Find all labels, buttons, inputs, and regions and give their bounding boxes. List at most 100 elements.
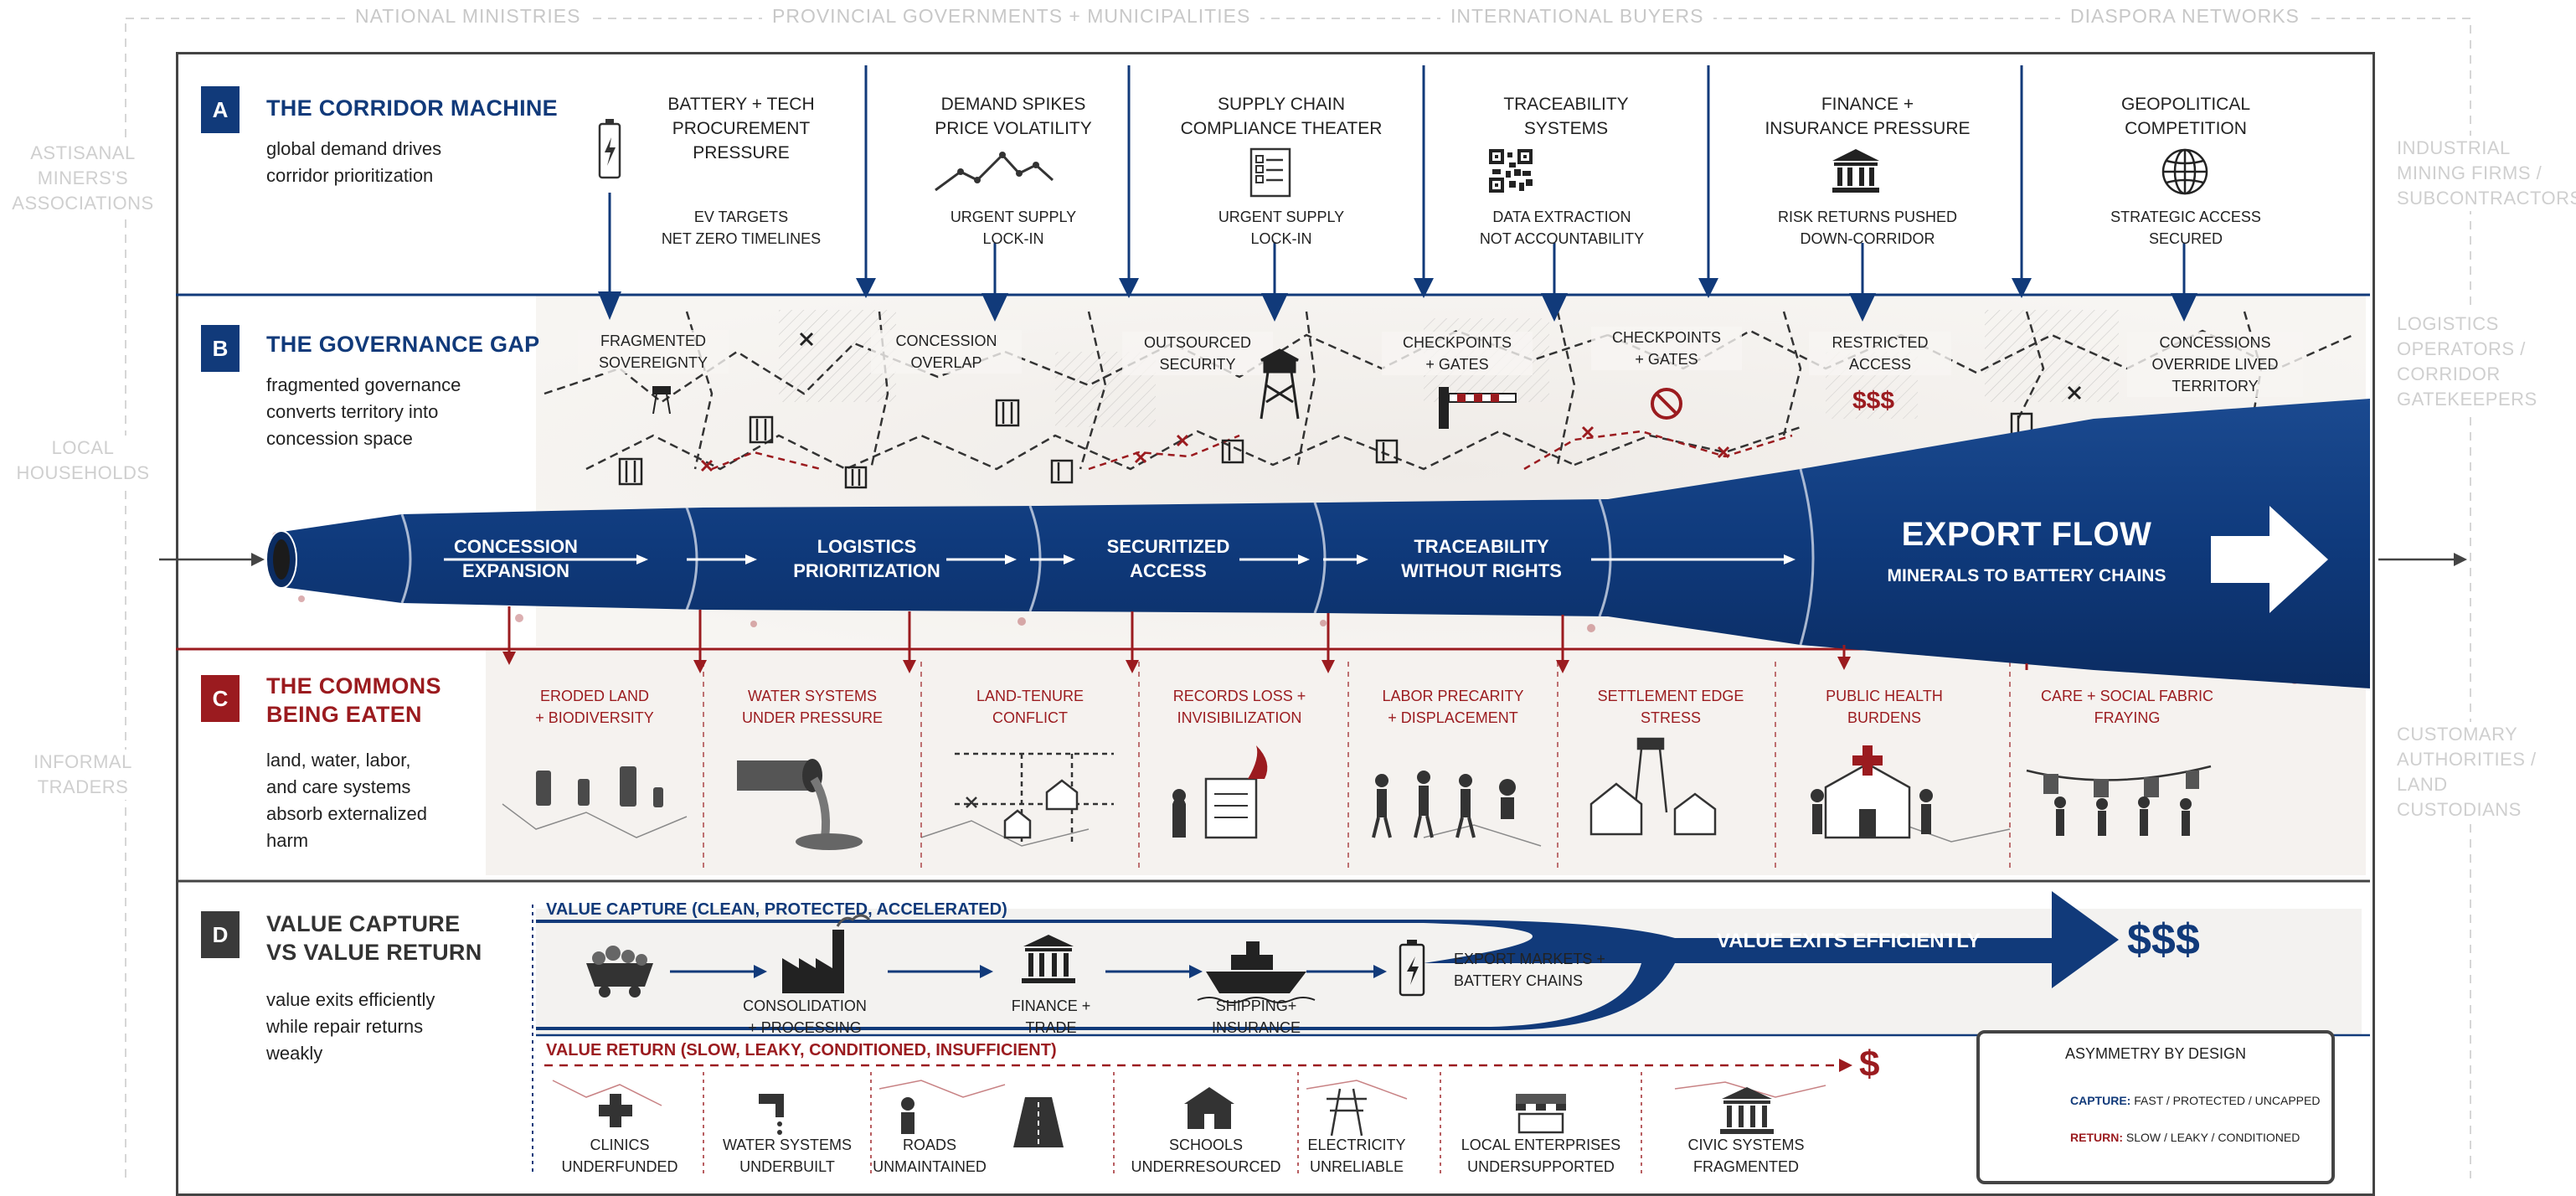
harm-public-health: PUBLIC HEALTH BURDENS (1826, 688, 1943, 726)
harm-land-tenure: LAND-TENURE CONFLICT (976, 688, 1084, 726)
harm-care-fabric: CARE + SOCIAL FABRIC FRAYING (2041, 688, 2213, 726)
section-b-badge: B (201, 325, 240, 372)
capture-export-markets: EXPORT MARKETS + BATTERY CHAINS (1454, 951, 1605, 989)
barrier-icon (1439, 387, 1517, 429)
stage-logistics-prioritization: LOGISTICS PRIORITIZATION (793, 536, 940, 581)
price-chart-icon (935, 152, 1054, 192)
section-b-title: THE GOVERNANCE GAP (266, 332, 540, 357)
stage-traceability-without-rights: TRACEABILITY WITHOUT RIGHTS (1401, 536, 1562, 581)
stakeholder-artisanal-miners: ASTISANAL MINERS'S ASSOCIATIONS (3, 141, 162, 216)
school-icon (1184, 1087, 1234, 1129)
tap-icon (759, 1094, 784, 1135)
export-flow-subtitle: MINERALS TO BATTERY CHAINS (1887, 566, 2166, 585)
export-flow-title: EXPORT FLOW (1901, 516, 2152, 553)
harm-water-systems: WATER SYSTEMS UNDER PRESSURE (741, 688, 884, 726)
driver-finance-effect: RISK RETURNS PUSHED DOWN-CORRIDOR (1777, 209, 1958, 247)
clinic-icon (1811, 745, 1933, 839)
return-local-enterprises: LOCAL ENTERPRISES UNDERSUPPORTED (1461, 1137, 1621, 1175)
ore-cart-icon (586, 946, 653, 998)
watchtower-houses-icon (1589, 737, 1717, 836)
section-c-badge: C (201, 675, 240, 722)
factory-icon (782, 914, 871, 993)
bank-icon (1832, 149, 1879, 193)
stakeholder-national-ministries: NATIONAL MINISTRIES (345, 5, 591, 28)
driver-demand-title: DEMAND SPIKES PRICE VOLATILITY (935, 95, 1092, 138)
legend-title: ASYMMETRY BY DESIGN (2064, 1045, 2247, 1062)
driver-demand-effect: URGENT SUPPLY LOCK-IN (950, 209, 1077, 247)
clinic-cross-icon (599, 1094, 632, 1127)
section-a-title: THE CORRIDOR MACHINE (266, 95, 558, 121)
watchtower-icon (1260, 348, 1300, 420)
driver-traceability-effect: DATA EXTRACTION NOT ACCOUNTABILITY (1479, 209, 1645, 247)
section-d-subtitle: value exits efficiently while repair ret… (266, 989, 435, 1064)
return-money-label: $ (1859, 1044, 1880, 1085)
return-water-systems: WATER SYSTEMS UNDERBUILT (722, 1137, 852, 1175)
gate-icon (618, 399, 2033, 489)
capture-step-finance: FINANCE + TRADE (1011, 998, 1091, 1036)
return-roads: ROADS UNMAINTAINED (873, 1137, 987, 1175)
legend-capture-desc: FAST / PROTECTED / UNCAPPED (2134, 1094, 2321, 1107)
civic-building-icon (1720, 1087, 1774, 1134)
stakeholder-customary-authorities: CUSTOMARY AUTHORITIES / LAND CUSTODIANS (2397, 722, 2574, 822)
battery-icon (598, 119, 621, 179)
value-capture-header: VALUE CAPTURE (CLEAN, PROTECTED, ACCELER… (546, 900, 1007, 919)
legend-capture-key: CAPTURE: (2070, 1094, 2131, 1107)
legend-return-desc: SLOW / LEAKY / CONDITIONED (2125, 1131, 2300, 1144)
capture-money-label: $$$ (2127, 915, 2200, 964)
return-electricity: ELECTRICITY UNRELIABLE (1307, 1137, 1406, 1175)
section-c-title: THE COMMONS BEING EATEN (266, 673, 441, 727)
stakeholder-diaspora-networks: DIASPORA NETWORKS (2060, 5, 2310, 28)
stakeholder-informal-traders: INFORMAL TRADERS (3, 750, 162, 800)
stage-securitized-access: SECURITIZED ACCESS (1106, 536, 1230, 581)
restricted-money-label: $$$ (1852, 387, 1895, 415)
clothesline-icon (2026, 765, 2212, 836)
no-entry-icon (1651, 388, 1682, 420)
battery-icon (1399, 940, 1425, 997)
bank-icon (1022, 935, 1075, 983)
outsourced-security-label: OUTSOURCED SECURITY (1122, 332, 1273, 375)
stakeholder-international-buyers: INTERNATIONAL BUYERS (1440, 5, 1714, 28)
value-return-header: VALUE RETURN (SLOW, LEAKY, CONDITIONED, … (546, 1041, 1057, 1059)
section-d-badge: D (201, 911, 240, 958)
capture-step-shipping: SHIPPING+ INSURANCE (1211, 998, 1301, 1036)
stage-concession-expansion: CONCESSION EXPANSION (454, 536, 578, 581)
checklist-icon (1249, 147, 1291, 198)
legend-capture-row: CAPTURE: FAST / PROTECTED / UNCAPPED (2070, 1094, 2320, 1107)
harm-eroded-land: ERODED LAND + BIODIVERSITY (535, 688, 654, 726)
return-schools: SCHOOLS UNDERRESOURCED (1131, 1137, 1281, 1175)
legend-return-key: RETURN: (2070, 1131, 2123, 1144)
pylon-icon (1327, 1088, 1367, 1137)
stakeholder-industrial-mining-firms: INDUSTRIAL MINING FIRMS / SUBCONTRACTORS (2397, 136, 2576, 211)
harm-settlement-edge: SETTLEMENT EDGE STRESS (1597, 688, 1744, 726)
section-a-badge: A (201, 86, 240, 133)
driver-compliance-title: SUPPLY CHAIN COMPLIANCE THEATER (1180, 95, 1383, 138)
ship-icon (1197, 941, 1316, 1003)
stumps-icon (536, 766, 663, 807)
checkpoints-gates-label-1: CHECKPOINTS + GATES (1382, 332, 1533, 375)
harm-labor-precarity: LABOR PRECARITY + DISPLACEMENT (1382, 688, 1524, 726)
small-tower-icon (652, 386, 671, 415)
capture-step-consolidation: CONSOLIDATION + PROCESSING (743, 998, 867, 1036)
driver-battery-title: BATTERY + TECH PROCUREMENT PRESSURE (667, 95, 815, 162)
burning-records-icon (1172, 745, 1268, 839)
section-d-title: VALUE CAPTURE VS VALUE RETURN (266, 911, 482, 965)
driver-geopolitical-effect: STRATEGIC ACCESS SECURED (2110, 209, 2261, 247)
fragmented-sovereignty-label: FRAGMENTED SOVEREIGNTY (578, 330, 729, 374)
driver-compliance-effect: URGENT SUPPLY LOCK-IN (1218, 209, 1345, 247)
driver-finance-title: FINANCE + INSURANCE PRESSURE (1765, 95, 1971, 138)
qr-code-icon (1489, 149, 1533, 193)
concession-overlap-label: CONCESSION OVERLAP (871, 330, 1022, 374)
driver-geopolitical-title: GEOPOLITICAL COMPETITION (2120, 95, 2251, 138)
worker-icon (901, 1097, 914, 1134)
checkpoints-gates-label-2: CHECKPOINTS + GATES (1591, 327, 1742, 370)
stakeholder-local-households: LOCAL HOUSEHOLDS (3, 436, 162, 486)
section-a-subtitle: global demand drives corridor prioritiza… (266, 138, 442, 186)
stakeholder-logistics-operators: LOGISTICS OPERATORS / CORRIDOR GATEKEEPE… (2397, 312, 2574, 412)
return-clinics: CLINICS UNDERFUNDED (561, 1137, 678, 1175)
